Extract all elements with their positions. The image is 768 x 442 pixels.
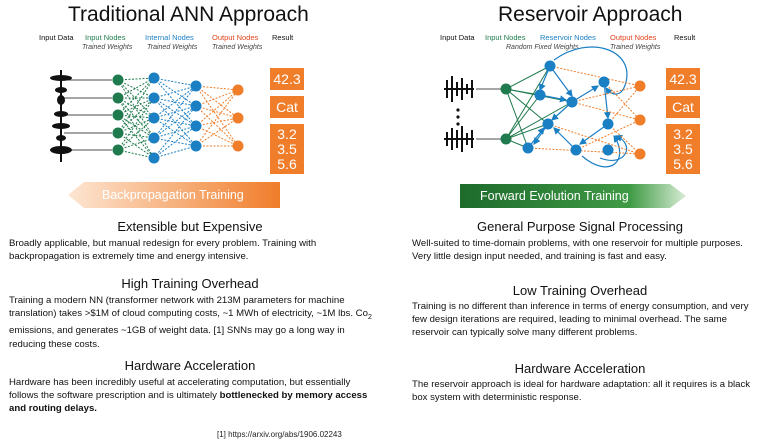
ann-network-diagram bbox=[50, 70, 244, 164]
left-header-internal-nodes: Internal Nodes bbox=[145, 33, 194, 42]
left-result-3: 3.2 3.5 5.6 bbox=[270, 124, 304, 174]
left-text-3-bold: bottlenecked by memory access and routin… bbox=[9, 390, 368, 415]
co2-subscript: 2 bbox=[367, 314, 372, 322]
backpropagation-label: Backpropagation Training bbox=[102, 188, 244, 202]
citation: [1] https://arxiv.org/abs/1906.02243 bbox=[217, 430, 342, 439]
right-header-output-nodes: Output Nodes bbox=[610, 33, 657, 42]
left-result-5-value: 5.6 bbox=[277, 156, 297, 172]
right-sub-random-fixed: Random Fixed Weights bbox=[506, 44, 579, 51]
right-heading-2: Low Training Overhead bbox=[512, 283, 648, 298]
right-heading-3: Hardware Acceleration bbox=[514, 361, 646, 376]
ann-layer2-weights bbox=[153, 77, 197, 159]
right-result-1: 42.3 bbox=[666, 68, 700, 90]
right-result-5-value: 5.6 bbox=[673, 156, 693, 172]
ann-internal-nodes-1 bbox=[148, 72, 160, 164]
ann-input-nodes bbox=[112, 74, 124, 156]
left-result-2: Cat bbox=[270, 96, 304, 118]
left-text-2a: Training a modern NN (transformer networ… bbox=[9, 295, 368, 320]
right-header-result: Result bbox=[674, 33, 696, 42]
right-title: Reservoir Approach bbox=[498, 3, 683, 26]
left-header-result: Result bbox=[272, 33, 294, 42]
left-title: Traditional ANN Approach bbox=[68, 3, 309, 26]
ann-output-nodes bbox=[232, 84, 244, 152]
forward-evolution-arrow bbox=[460, 184, 686, 208]
left-sub-trained-2: Trained Weights bbox=[147, 44, 198, 51]
left-text-3a: Hardware has been incredibly useful at a… bbox=[9, 377, 351, 402]
left-header-input-nodes: Input Nodes bbox=[85, 33, 126, 42]
left-header-output-nodes: Output Nodes bbox=[212, 33, 259, 42]
right-header-reservoir-nodes: Reservoir Nodes bbox=[540, 33, 596, 42]
ann-input-arrows bbox=[64, 79, 112, 151]
ann-output-weights bbox=[195, 85, 239, 147]
reservoir-output-nodes bbox=[634, 80, 646, 160]
reservoir-network-diagram bbox=[444, 46, 646, 168]
left-result-1: 42.3 bbox=[270, 68, 304, 90]
right-result-3-value: 3.2 bbox=[673, 126, 693, 142]
reservoir-input-nodes bbox=[500, 83, 512, 145]
left-heading-3: Hardware Acceleration bbox=[124, 358, 256, 373]
right-result-4-value: 3.5 bbox=[673, 141, 693, 157]
right-heading-1: General Purpose Signal Processing bbox=[477, 219, 683, 234]
left-text-1: Broadly applicable, but manual redesign … bbox=[9, 238, 317, 263]
right-header-input-data: Input Data bbox=[440, 33, 475, 42]
right-header-input-nodes: Input Nodes bbox=[485, 33, 526, 42]
reservoir-output-weights bbox=[527, 65, 641, 155]
right-result-2: Cat bbox=[666, 96, 700, 118]
ann-layer1-weights bbox=[117, 77, 155, 159]
forward-evolution-label: Forward Evolution Training bbox=[480, 189, 629, 203]
ann-internal-nodes-2 bbox=[190, 80, 202, 152]
left-result-3-value: 3.2 bbox=[277, 126, 297, 142]
backpropagation-arrow bbox=[68, 182, 280, 208]
left-text-2b: emissions, and generates ~1GB of weight … bbox=[9, 325, 345, 350]
left-sub-trained-3: Trained Weights bbox=[212, 44, 263, 51]
left-text-3: Hardware has been incredibly useful at a… bbox=[9, 376, 381, 416]
right-text-3: The reservoir approach is ideal for hard… bbox=[412, 379, 751, 404]
reservoir-nodes bbox=[522, 60, 614, 156]
right-sub-trained: Trained Weights bbox=[610, 44, 661, 51]
left-result-4-value: 3.5 bbox=[277, 141, 297, 157]
ann-input-waveform bbox=[50, 70, 72, 162]
right-text-2: Training is no different than inference … bbox=[412, 301, 749, 339]
right-result-3: 3.2 3.5 5.6 bbox=[666, 124, 700, 174]
reservoir-input-arrows bbox=[476, 88, 502, 140]
reservoir-input-waveforms bbox=[444, 76, 474, 152]
left-header-input-data: Input Data bbox=[39, 33, 74, 42]
left-heading-1: Extensible but Expensive bbox=[117, 219, 263, 234]
left-heading-2: High Training Overhead bbox=[121, 276, 259, 291]
right-text-1: Well-suited to time-domain problems, wit… bbox=[412, 238, 743, 263]
left-sub-trained-1: Trained Weights bbox=[82, 44, 133, 51]
left-text-2: Training a modern NN (transformer networ… bbox=[9, 294, 383, 351]
